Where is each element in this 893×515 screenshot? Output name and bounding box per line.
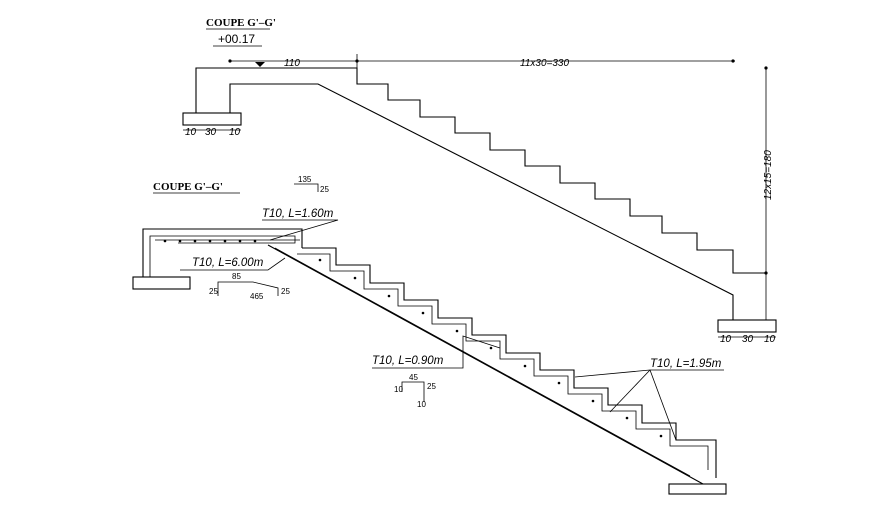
left-footing-dim-a: 10	[185, 127, 197, 138]
dim-tick-icon	[764, 271, 768, 275]
bar-mid-dim-a: 45	[409, 373, 418, 382]
level-marker-icon	[255, 62, 265, 67]
bottom-right-footing	[668, 483, 727, 495]
bar-top-shape	[294, 183, 319, 192]
bottom-section-title: COUPE G'–G'	[153, 181, 223, 193]
rebar-dot-icon	[659, 434, 663, 438]
top-stair-outline	[195, 67, 766, 274]
right-footing-dim-a: 10	[720, 334, 732, 345]
level-label: +00.17	[218, 32, 255, 46]
rebar-dot-icon	[193, 239, 197, 243]
landing-dim: 110	[284, 58, 300, 69]
rise-dim: 12x15=180	[763, 150, 774, 200]
rebar-dot-icon	[178, 239, 182, 243]
rebar-dot-icon	[238, 239, 242, 243]
bottom-stair-soffit	[267, 244, 704, 485]
bottom-stair-section: COUPE G'–G' 135 25	[132, 175, 727, 495]
rebar-dot-icon	[455, 329, 459, 333]
rebar-dot-icon	[163, 239, 167, 243]
right-footing-dim-b: 30	[742, 334, 754, 345]
left-footing-dim-b: 30	[205, 127, 217, 138]
bar-main-shape	[217, 281, 279, 296]
bar-mid-dim-d: 10	[417, 400, 426, 409]
bar-mid-leader	[372, 335, 501, 369]
right-footing	[717, 319, 777, 333]
dim-tick-icon	[731, 59, 735, 63]
rebar-dot-icon	[523, 364, 527, 368]
bar-mid-shape	[401, 381, 425, 402]
top-section-title: COUPE G'–G'	[206, 17, 276, 29]
bar-low-label: T10, L=1.95m	[650, 358, 722, 370]
landing-rebar	[149, 235, 296, 277]
rebar-dot-icon	[208, 239, 212, 243]
dim-tick-icon	[228, 59, 232, 63]
left-footing-dim-c: 10	[229, 127, 241, 138]
bar-main-leader	[180, 257, 286, 271]
run-dim: 11x30=330	[520, 58, 569, 69]
left-footing	[182, 112, 242, 126]
bottom-landing-outline	[142, 228, 303, 277]
bar-low-leader-b	[609, 369, 651, 413]
bar-main-label: T10, L=6.00m	[192, 257, 264, 269]
rebar-dot-icon	[318, 258, 322, 262]
bar-mid-dim-b: 10	[394, 385, 403, 394]
bar-main-dim-a: 85	[232, 272, 241, 281]
bar-low-leader-c	[649, 369, 677, 441]
rebar-dot-icon	[557, 381, 561, 385]
bar-top-label: T10, L=1.60m	[262, 208, 334, 220]
right-footing-dim-c: 10	[764, 334, 776, 345]
rebar-dot-icon	[489, 346, 493, 350]
bar-mid-dim-c: 25	[427, 382, 436, 391]
rebar-dot-icon	[353, 276, 357, 280]
bottom-stair-outline	[302, 247, 717, 478]
bar-top-leader	[262, 219, 339, 241]
top-stair-soffit	[229, 83, 734, 320]
bar-top-dim-length: 135	[298, 175, 312, 184]
bar-main-dim-d: 25	[281, 287, 290, 296]
bar-mid-label: T10, L=0.90m	[372, 355, 444, 367]
rebar-dot-icon	[421, 311, 425, 315]
rebar-dot-icon	[253, 239, 257, 243]
bar-main-dim-c: 465	[250, 292, 264, 301]
bar-top-dim-hook: 25	[320, 185, 329, 194]
rebar-dot-icon	[625, 416, 629, 420]
top-stair-section: COUPE G'–G' +00.17 110 11x30=330 10 30 1…	[182, 17, 777, 345]
rebar-dot-icon	[223, 239, 227, 243]
rebar-dot-icon	[591, 399, 595, 403]
bottom-stair-rebar	[297, 253, 709, 470]
rebar-dots	[163, 239, 663, 438]
bottom-main-rebar	[274, 247, 691, 477]
rebar-dot-icon	[387, 294, 391, 298]
dim-tick-icon	[764, 66, 768, 70]
bottom-left-footing	[132, 276, 191, 290]
bar-main-dim-b: 25	[209, 287, 218, 296]
